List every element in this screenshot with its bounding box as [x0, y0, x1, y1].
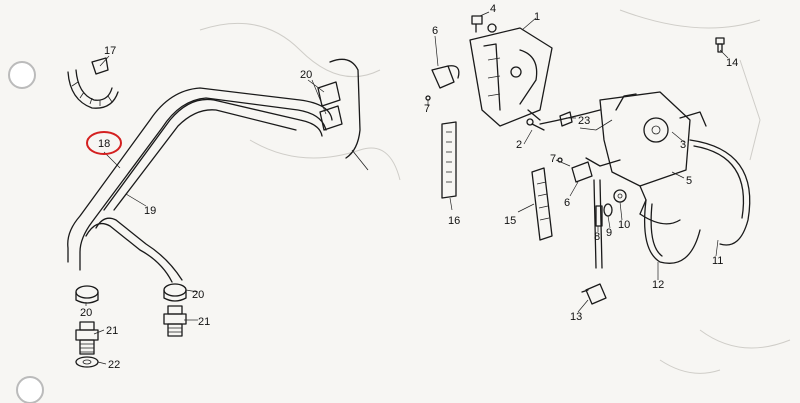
callout-labels: 17 18 19 20 20 20 21 21 22 1 4 6 7 16 15…: [80, 3, 738, 371]
clamp-part-20-lower-left[interactable]: [75, 285, 99, 304]
lever-assembly-part-5[interactable]: [579, 91, 707, 215]
linkage-rod[interactable]: [593, 179, 603, 269]
callout-10: 10: [618, 219, 630, 231]
washer-part-9[interactable]: [603, 203, 613, 217]
bracket-part-1[interactable]: [469, 27, 553, 127]
fitting-part-21-left[interactable]: [75, 321, 99, 355]
callout-7-upper: 7: [424, 103, 430, 115]
background-ghost-lines: [199, 9, 791, 374]
callout-17: 17: [104, 45, 116, 57]
highlight-circle-part-18: [86, 131, 122, 155]
cable-part-12[interactable]: [639, 199, 701, 264]
callout-8: 8: [594, 231, 600, 243]
callout-22: 22: [108, 359, 120, 371]
callout-20-lower-left: 20: [80, 307, 92, 319]
callout-2: 2: [516, 139, 522, 151]
callout-11: 11: [712, 255, 723, 267]
callout-20-lower-right: 20: [192, 289, 204, 301]
plate-part-16[interactable]: [441, 121, 457, 199]
fitting-part-21-right[interactable]: [163, 305, 187, 337]
callout-15: 15: [504, 215, 516, 227]
callout-12: 12: [652, 279, 664, 291]
callout-13: 13: [570, 311, 582, 323]
callout-21-left: 21: [106, 325, 118, 337]
fitting-part-13[interactable]: [581, 283, 607, 305]
hose-part-19[interactable]: [67, 87, 333, 283]
cable-part-23[interactable]: [539, 109, 601, 127]
callout-6-upper: 6: [432, 25, 438, 37]
callout-6-lower: 6: [564, 197, 570, 209]
clamp-part-20-upper[interactable]: [317, 58, 369, 171]
callout-21-right: 21: [198, 316, 210, 328]
bolt-part-2[interactable]: [526, 118, 545, 131]
callout-9: 9: [606, 227, 612, 239]
callout-7-lower: 7: [550, 153, 556, 165]
callout-1: 1: [534, 11, 540, 23]
bolt-part-8[interactable]: [595, 205, 603, 227]
callout-18: 18: [98, 138, 110, 150]
washer-part-22[interactable]: [75, 356, 99, 368]
clamp-part-20-lower-right[interactable]: [163, 283, 187, 302]
callout-5: 5: [686, 175, 692, 187]
callout-20-upper: 20: [300, 69, 312, 81]
knob-part-6-upper[interactable]: [431, 65, 460, 89]
callout-23: 23: [578, 115, 590, 127]
cable-part-11[interactable]: [689, 139, 751, 246]
bolt-part-4[interactable]: [471, 15, 497, 33]
binder-hole-bottom: [16, 376, 44, 403]
knob-part-6-lower[interactable]: [571, 161, 593, 183]
screw-part-14[interactable]: [715, 37, 725, 53]
callout-3: 3: [680, 139, 686, 151]
callout-16: 16: [448, 215, 460, 227]
plate-part-15[interactable]: [531, 167, 553, 241]
callout-4: 4: [490, 3, 496, 15]
nut-part-10[interactable]: [613, 189, 627, 203]
callout-14: 14: [726, 57, 738, 69]
clamp-part-17[interactable]: [67, 57, 119, 109]
binder-hole-top: [8, 61, 36, 89]
pin-part-7-upper[interactable]: [425, 95, 431, 101]
callout-19: 19: [144, 205, 156, 217]
leader-lines: [85, 11, 729, 365]
